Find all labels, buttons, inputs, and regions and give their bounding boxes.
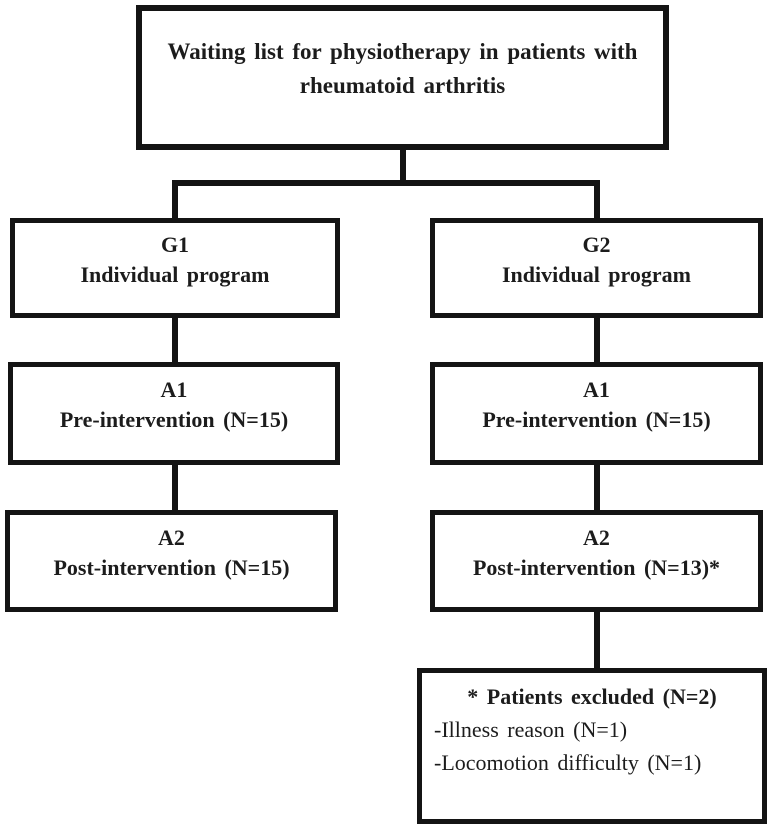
node-g1-post-intervention: A2 Post-intervention (N=15) [5,510,338,612]
connector-g1-a1 [172,317,178,363]
node-text: Post-intervention (N=13)* [472,555,721,580]
node-text: Post-intervention (N=15) [53,555,290,580]
connector-g2-a1 [594,317,600,363]
node-text: Individual program [80,262,270,287]
node-label: A1 [160,377,188,402]
node-label: A1 [583,377,610,402]
node-g1-pre-intervention: A1 Pre-intervention (N=15) [8,362,340,465]
node-label: A2 [158,525,185,550]
connector-root-stem [400,149,406,186]
node-waiting-list: Waiting list for physiotherapy in patien… [136,5,669,150]
excluded-title: * Patients excluded (N=2) [467,684,717,709]
node-g2-pre-intervention: A1 Pre-intervention (N=15) [430,362,763,465]
node-g1: G1 Individual program [10,218,340,318]
node-g2: G2 Individual program [430,218,763,318]
node-text: Individual program [501,262,692,287]
node-text: Pre-intervention (N=15) [482,407,711,432]
connector-drop-g2 [594,180,600,218]
node-patients-excluded: * Patients excluded (N=2) -Illness reaso… [417,668,767,824]
excluded-item: -Locomotion difficulty (N=1) [434,750,702,775]
node-label: A2 [583,525,610,550]
excluded-item: -Illness reason (N=1) [434,717,628,742]
node-title-line: rheumatoid arthritis [299,73,506,98]
connector-a1-a2-left [172,464,178,511]
node-title-line: Waiting list for physiotherapy in patien… [167,39,638,64]
node-label: G2 [582,232,611,257]
connector-a1-a2-right [594,464,600,511]
connector-drop-g1 [172,180,178,218]
node-label: G1 [160,232,190,257]
node-text: Pre-intervention (N=15) [59,407,289,432]
connector-a2-excluded [594,611,600,669]
node-g2-post-intervention: A2 Post-intervention (N=13)* [430,510,763,612]
connector-branch-bar [172,180,600,186]
